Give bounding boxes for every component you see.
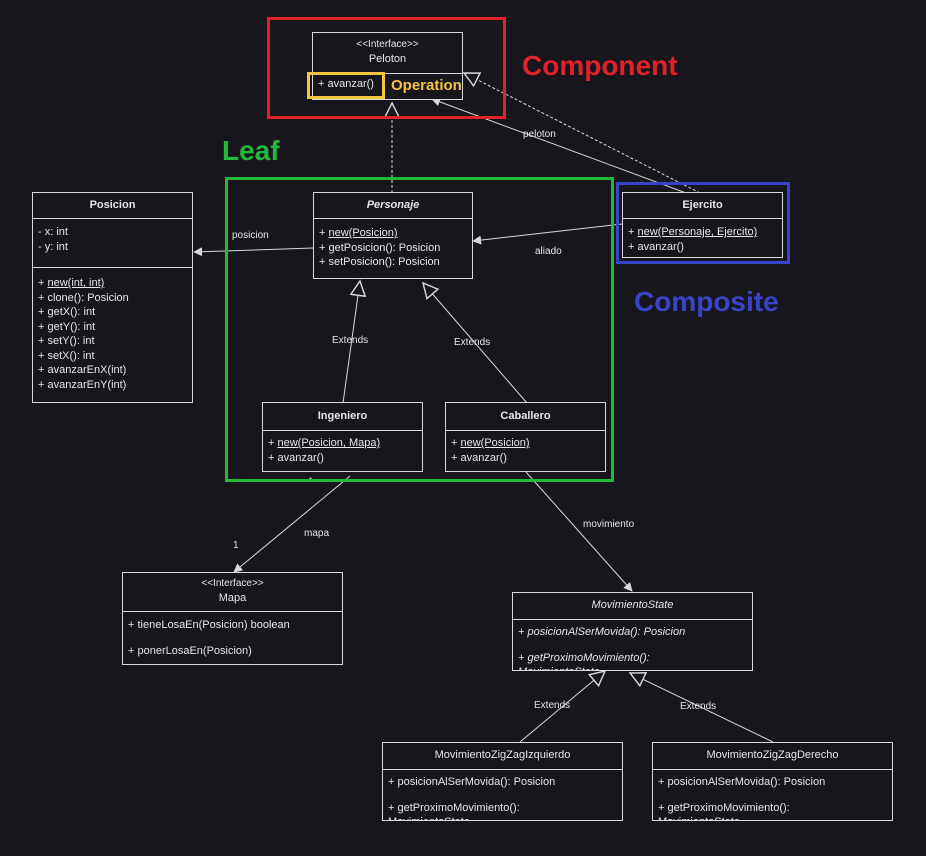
class-name: MovimientoZigZagDerecho	[706, 749, 839, 761]
class-name: Ingeniero	[317, 410, 368, 422]
ingeniero-mapa-assoc	[233, 475, 351, 573]
class-name: Posicion	[89, 199, 136, 211]
operation-annotation: Operation	[391, 77, 462, 94]
method: + getPosicion(): Posicion	[319, 241, 441, 254]
class-ingeniero: Ingeniero + new(Posicion, Mapa) + avanza…	[262, 402, 423, 472]
class-name: Personaje	[366, 199, 420, 211]
class-personaje: Personaje + new(Posicion) + getPosicion(…	[313, 192, 473, 279]
ingeniero-extends-personaje	[342, 279, 367, 404]
methods: + posicionAlSerMovida(): Posicion + getP…	[383, 770, 622, 821]
edge-label-aliado: aliado	[535, 246, 562, 257]
class-zigzag-izquierdo: MovimientoZigZagIzquierdo + posicionAlSe…	[382, 742, 623, 821]
leaf-annotation: Leaf	[222, 135, 280, 166]
methods: + avanzar()	[313, 74, 462, 95]
class-name: Caballero	[500, 410, 551, 422]
class-name: MovimientoZigZagIzquierdo	[434, 749, 571, 761]
methods: + posicionAlSerMovida(): Posicion + getP…	[653, 770, 892, 821]
method: + setPosicion(): Posicion	[319, 256, 440, 268]
method: + setY(): int	[38, 335, 95, 347]
component-highlight-box	[267, 17, 506, 119]
edge-label-peloton: peloton	[523, 129, 556, 140]
composite-annotation: Composite	[634, 286, 779, 317]
ejercito-peloton-assoc	[431, 97, 687, 194]
edge-label-extends-ingeniero: Extends	[332, 335, 369, 346]
constructor: + new(Personaje, Ejercito)	[628, 226, 758, 238]
constructor: + new(Posicion)	[319, 227, 398, 239]
attribute: - x: int	[38, 226, 68, 238]
method: + avanzarEnX(int)	[38, 364, 127, 376]
edge-label-mapa-multiplicity: 1	[233, 540, 239, 551]
operation-highlight-box	[307, 72, 385, 99]
attribute: - y: int	[38, 240, 68, 253]
method: + avanzar()	[451, 451, 507, 464]
edge-label-extends-der: Extends	[680, 701, 717, 712]
class-movimiento-state: MovimientoState + posicionAlSerMovida():…	[512, 592, 753, 671]
method: + getProximoMovimiento(): MovimientoStat…	[388, 801, 520, 821]
class-peloton: <<Interface>> Peloton + avanzar()	[312, 32, 463, 100]
caballero-movimiento-assoc	[525, 471, 633, 592]
constructor: + new(int, int)	[38, 277, 105, 289]
composite-highlight-box	[616, 182, 790, 264]
stereotype: <<Interface>>	[201, 578, 264, 589]
edge-label-extends-caballero: Extends	[454, 337, 491, 348]
constructor: + new(Posicion)	[451, 437, 530, 449]
class-caballero: Caballero + new(Posicion) + avanzar()	[445, 402, 606, 472]
class-name: Peloton	[368, 53, 407, 65]
method: + setX(): int	[38, 349, 95, 362]
method: + ponerLosaEn(Posicion)	[128, 644, 252, 657]
method: + getY(): int	[38, 320, 96, 333]
ejercito-personaje-assoc	[472, 223, 623, 245]
class-posicion: Posicion - x: int - y: int + new(int, in…	[32, 192, 193, 403]
methods: + posicionAlSerMovida(): Posicion + getP…	[513, 620, 752, 671]
caballero-extends-personaje	[421, 281, 528, 404]
class-name: MovimientoState	[591, 599, 674, 611]
constructor: + new(Posicion, Mapa)	[268, 437, 381, 449]
class-mapa: <<Interface>> Mapa + tieneLosaEn(Posicio…	[122, 572, 343, 665]
method: + avanzar()	[268, 451, 324, 464]
component-annotation: Component	[522, 50, 678, 81]
method: + posicionAlSerMovida(): Posicion	[388, 776, 556, 788]
method: + posicionAlSerMovida(): Posicion	[518, 626, 686, 638]
class-name: Mapa	[218, 592, 247, 604]
leaf-highlight-box	[225, 177, 614, 482]
edge-label-mapa: mapa	[304, 528, 330, 539]
methods: + new(Personaje, Ejercito) + avanzar()	[623, 219, 782, 257]
edge-label-movimiento: movimiento	[583, 519, 635, 530]
method: + avanzar()	[628, 240, 684, 253]
edge-label-posicion: posicion	[232, 230, 269, 241]
method: + clone(): Posicion	[38, 291, 129, 304]
personaje-posicion-assoc	[193, 247, 314, 257]
methods: + new(Posicion) + avanzar()	[446, 431, 605, 468]
methods: + new(int, int) + clone(): Posicion + ge…	[33, 268, 192, 395]
method: + getProximoMovimiento(): MovimientoStat…	[518, 651, 650, 671]
method: + getProximoMovimiento(): MovimientoStat…	[658, 801, 790, 821]
zigzag-der-extends	[628, 672, 774, 743]
zigzag-izq-extends	[519, 669, 607, 743]
method: + avanzar()	[318, 78, 374, 90]
attributes: - x: int - y: int	[33, 219, 192, 268]
method: + avanzarEnY(int)	[38, 378, 127, 391]
class-ejercito: Ejercito + new(Personaje, Ejercito) + av…	[622, 192, 783, 258]
methods: + tieneLosaEn(Posicion) boolean + ponerL…	[123, 612, 342, 661]
methods: + new(Posicion, Mapa) + avanzar()	[263, 431, 422, 468]
stereotype: <<Interface>>	[356, 39, 419, 50]
method: + posicionAlSerMovida(): Posicion	[658, 776, 826, 788]
methods: + new(Posicion) + getPosicion(): Posicio…	[314, 219, 472, 273]
class-zigzag-derecho: MovimientoZigZagDerecho + posicionAlSerM…	[652, 742, 893, 821]
class-name: Ejercito	[682, 199, 723, 211]
method: + getX(): int	[38, 306, 96, 318]
edge-label-extends-izq: Extends	[534, 700, 571, 711]
method: + tieneLosaEn(Posicion) boolean	[128, 619, 290, 631]
